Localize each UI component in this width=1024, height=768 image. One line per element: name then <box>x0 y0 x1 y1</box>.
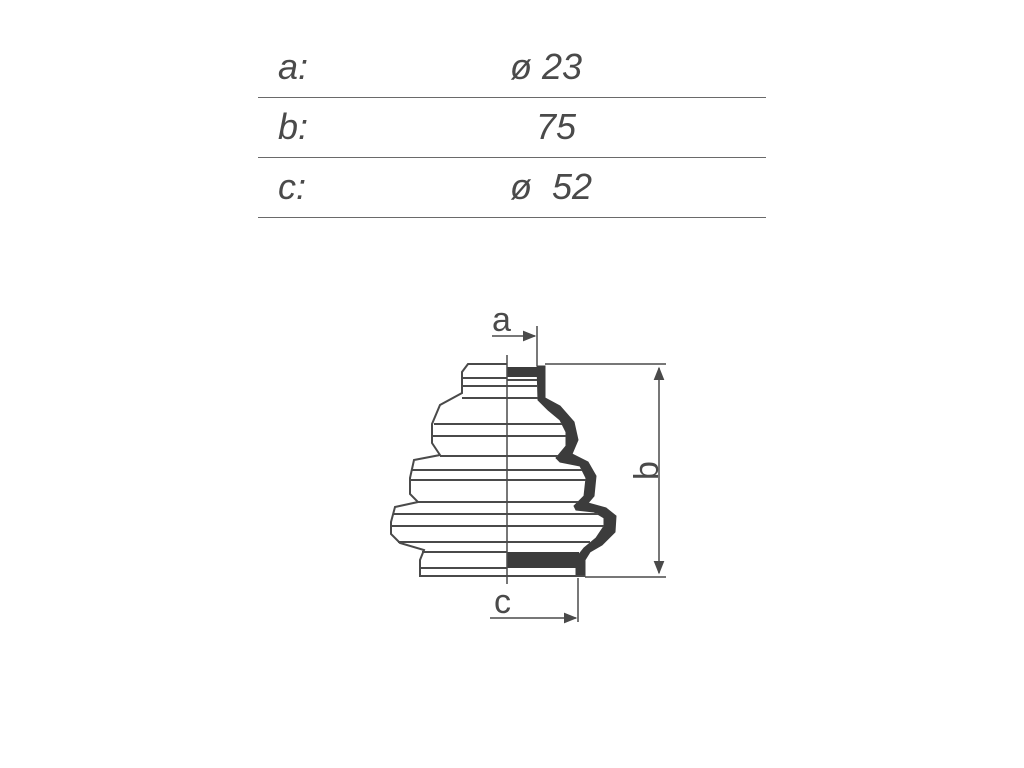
spec-value-a: ø 23 <box>510 46 583 87</box>
dimension-a <box>492 326 538 366</box>
dimension-label-b: b <box>628 461 666 480</box>
spec-label-c: c: <box>278 166 307 207</box>
spec-row-a: a: ø 23 <box>258 38 766 98</box>
large-collar-band <box>507 552 579 568</box>
dimension-b <box>545 363 666 578</box>
spec-row-c: c: ø 52 <box>258 158 766 218</box>
spec-label-b: b: <box>278 106 309 147</box>
spec-row-b: b: 75 <box>258 98 766 158</box>
boot-section-right <box>507 365 617 577</box>
small-collar-band <box>507 367 537 377</box>
spec-table: a: ø 23 b: 75 c: ø 52 <box>258 38 766 218</box>
spec-value-b: 75 <box>536 106 577 147</box>
spec-value-c: ø 52 <box>510 166 593 207</box>
spec-label-a: a: <box>278 46 309 87</box>
dimension-label-c: c <box>494 583 511 621</box>
dimension-c <box>490 578 579 624</box>
dimension-label-a: a <box>492 301 511 339</box>
boot-outline-left <box>390 363 507 577</box>
